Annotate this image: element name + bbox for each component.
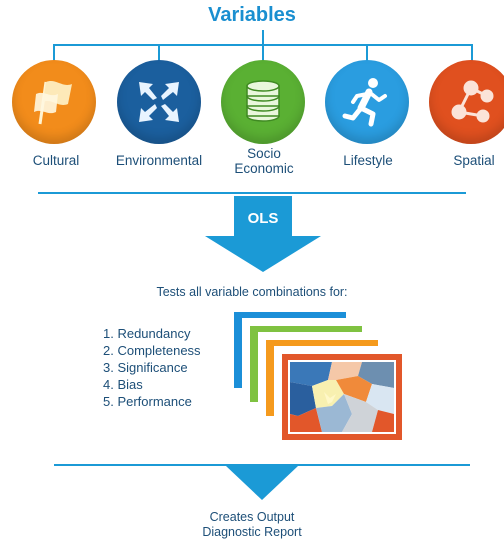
output-arrow	[226, 466, 298, 500]
connector-spatial	[471, 44, 473, 64]
variable-label-lifestyle: Lifestyle	[343, 153, 393, 168]
map-regions	[288, 360, 396, 434]
test-item: 1. Redundancy	[103, 326, 191, 341]
variable-label-spatial: Spatial	[453, 153, 495, 168]
test-item: 3. Significance	[103, 360, 188, 375]
cultural-circle	[12, 60, 96, 144]
connector-environmental	[158, 44, 160, 64]
variable-label-environmental: Environmental	[115, 153, 203, 168]
runner-icon	[342, 78, 387, 127]
stacked-maps-graphic	[234, 312, 402, 440]
flags-icon	[34, 81, 72, 125]
ols-arrow	[205, 196, 321, 272]
output-separator-line	[54, 464, 470, 466]
ols-label: OLS	[247, 210, 279, 227]
arrows-icon	[139, 82, 179, 122]
coins-icon	[246, 80, 280, 122]
spatial-circle	[429, 60, 504, 144]
tests-list: 1. Redundancy 2. Completeness 3. Signifi…	[103, 325, 201, 410]
test-item: 5. Performance	[103, 394, 192, 409]
ols-separator-line	[38, 192, 466, 194]
network-icon	[451, 80, 494, 123]
output-text: Creates Output Diagnostic Report	[0, 510, 504, 540]
test-item: 4. Bias	[103, 377, 143, 392]
output-line-2: Diagnostic Report	[202, 525, 302, 539]
variable-label-cultural: Cultural	[32, 153, 80, 168]
connector-lifestyle	[366, 44, 368, 64]
test-item: 2. Completeness	[103, 343, 201, 358]
diagram-title: Variables	[208, 4, 296, 26]
connector-socio	[262, 44, 264, 64]
tests-heading: Tests all variable combinations for:	[156, 285, 348, 299]
lifestyle-circle	[325, 60, 409, 144]
title-connector	[262, 30, 264, 45]
environmental-circle	[117, 60, 201, 144]
output-line-1: Creates Output	[209, 510, 295, 524]
connector-cultural	[53, 44, 55, 64]
socio-economic-circle	[221, 60, 305, 144]
variable-label-socio-economic: Socio Economic	[234, 146, 294, 176]
